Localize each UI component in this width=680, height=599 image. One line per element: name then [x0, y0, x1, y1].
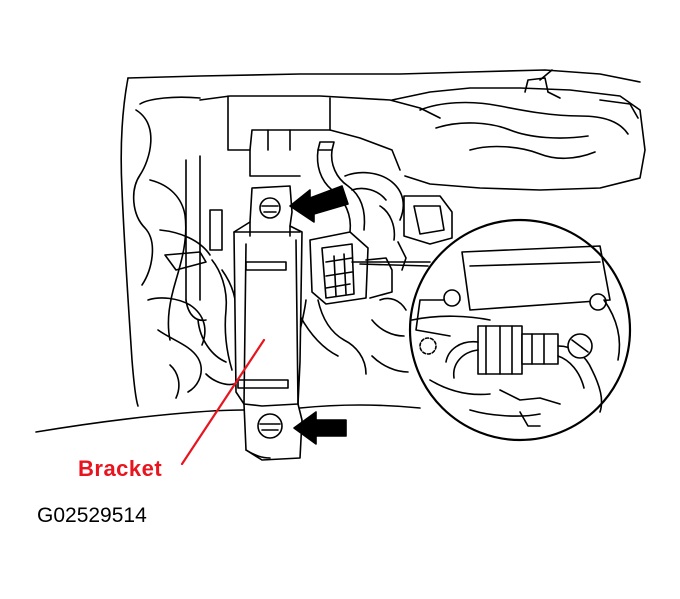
arrow-left-icon	[289, 185, 349, 223]
figure-id: G02529514	[37, 504, 147, 527]
fastener-arrows	[289, 185, 349, 445]
bracket-label: Bracket	[78, 456, 163, 481]
bracket-part	[233, 185, 303, 461]
arrow-left-icon	[293, 411, 347, 445]
engine-compartment-lineart	[35, 69, 646, 433]
connector-detail-view	[408, 218, 632, 442]
bracket-leader-line	[180, 338, 266, 466]
detail-leader	[351, 261, 431, 267]
